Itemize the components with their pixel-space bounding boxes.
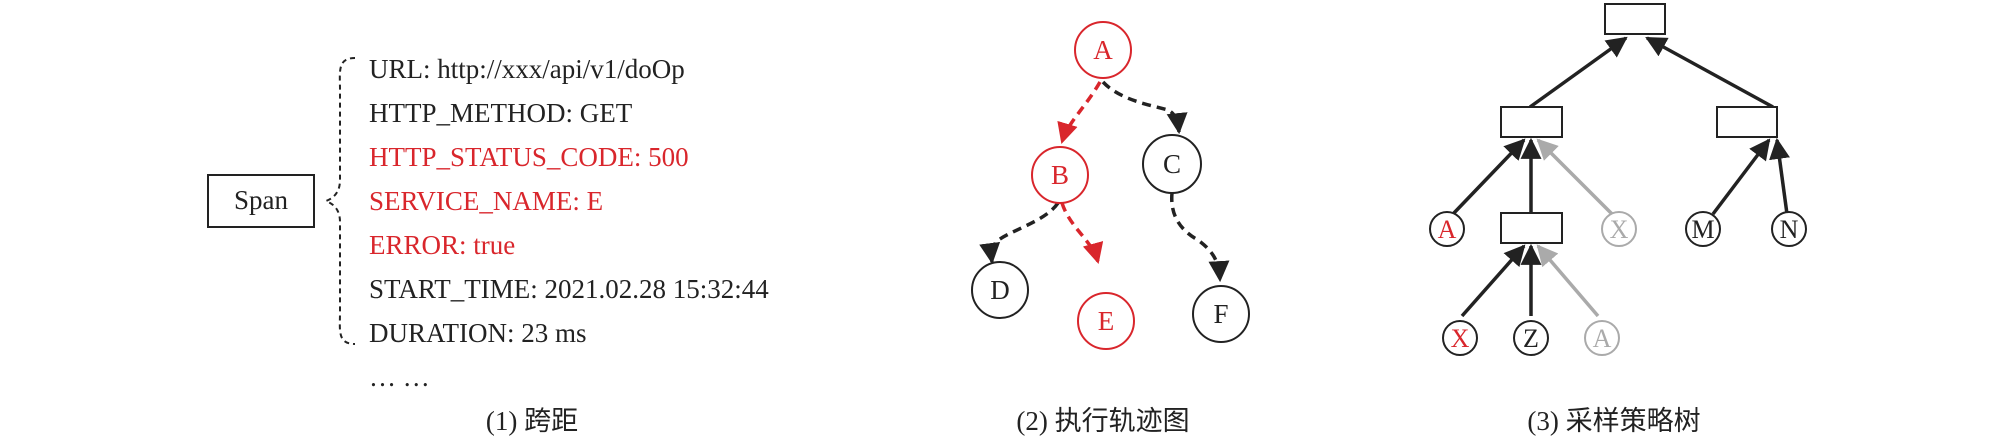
trace-node-f-label: F	[1213, 299, 1228, 329]
trace-node-c: C	[1142, 134, 1202, 194]
tree-inner-right-box	[1716, 106, 1778, 138]
span-fields-brace	[323, 57, 356, 345]
panel-sampling-tree: A X M N X Z A (3) 采样策略树	[1429, 3, 1807, 436]
trace-node-e: E	[1077, 292, 1135, 350]
trace-edge-a-c	[1101, 80, 1188, 135]
span-field-duration: DURATION: 23 ms	[369, 318, 587, 348]
tree-leaf-x-red-label: X	[1451, 324, 1470, 353]
tree-leaf-a-gray-label: A	[1593, 324, 1612, 353]
span-field-start-time: START_TIME: 2021.02.28 15:32:44	[369, 274, 769, 304]
tree-leaf-z-label: Z	[1523, 324, 1539, 353]
tree-edge-n-r1	[1769, 137, 1790, 215]
span-field-service-name: SERVICE_NAME: E	[369, 186, 603, 216]
trace-edge-b-e	[1060, 202, 1104, 265]
tree-edge-r1-root	[1645, 36, 1774, 109]
caption-trace-graph: (2) 执行轨迹图	[1016, 406, 1189, 436]
tree-leaf-z: Z	[1513, 320, 1549, 356]
trace-edge-c-f	[1170, 192, 1230, 283]
trace-edge-b-d	[979, 201, 1060, 265]
tree-leaf-m: M	[1685, 211, 1721, 247]
tree-edge-a2-l2	[1536, 244, 1600, 318]
span-field-list: URL: http://xxx/api/v1/doOp HTTP_METHOD:…	[369, 54, 769, 392]
trace-node-b-label: B	[1051, 160, 1069, 190]
span-field-error: ERROR: true	[369, 230, 515, 260]
span-field-url: URL: http://xxx/api/v1/doOp	[369, 54, 685, 84]
tree-edge-x1-l1	[1536, 138, 1614, 216]
trace-node-f: F	[1192, 285, 1250, 343]
span-field-http-status-code: HTTP_STATUS_CODE: 500	[369, 142, 689, 172]
tree-edge-a1-l1	[1451, 138, 1526, 216]
trace-node-a: A	[1074, 21, 1132, 79]
tree-edge-m-r1	[1711, 138, 1771, 216]
span-box-label: Span	[234, 185, 289, 215]
tree-edge-x2-l2	[1460, 244, 1526, 318]
tree-leaf-m-label: M	[1691, 215, 1714, 244]
tree-edge-l1-root	[1528, 36, 1628, 109]
tree-leaf-a: A	[1429, 211, 1465, 247]
caption-span: (1) 跨距	[486, 406, 578, 436]
span-field-http-method: HTTP_METHOD: GET	[369, 98, 633, 128]
tree-leaf-x-gray: X	[1601, 211, 1637, 247]
tree-leaf-n-label: N	[1780, 215, 1799, 244]
tree-leaf-x-gray-label: X	[1610, 215, 1629, 244]
panel-trace-graph: A B C D E F (2) 执行轨迹图	[971, 21, 1250, 436]
trace-node-a-label: A	[1093, 35, 1113, 65]
trace-node-d: D	[971, 261, 1029, 319]
tree-inner-lower-box	[1500, 212, 1563, 244]
caption-sampling-tree: (3) 采样策略树	[1527, 406, 1700, 436]
tree-leaf-a-label: A	[1438, 215, 1457, 244]
tree-root-box	[1604, 3, 1666, 35]
trace-node-c-label: C	[1163, 149, 1181, 179]
trace-node-e-label: E	[1098, 306, 1115, 336]
tree-leaf-n: N	[1771, 211, 1807, 247]
tree-leaf-x-red: X	[1442, 320, 1478, 356]
tree-leaf-a-gray: A	[1584, 320, 1620, 356]
panel-span: Span URL: http://xxx/api/v1/doOp HTTP_ME…	[207, 54, 769, 436]
span-field-ellipsis: … …	[369, 362, 430, 392]
tree-inner-left-box	[1500, 106, 1563, 138]
span-box	[207, 174, 315, 228]
trace-node-d-label: D	[990, 275, 1010, 305]
trace-edge-a-b	[1057, 81, 1102, 145]
trace-node-b: B	[1031, 146, 1089, 204]
